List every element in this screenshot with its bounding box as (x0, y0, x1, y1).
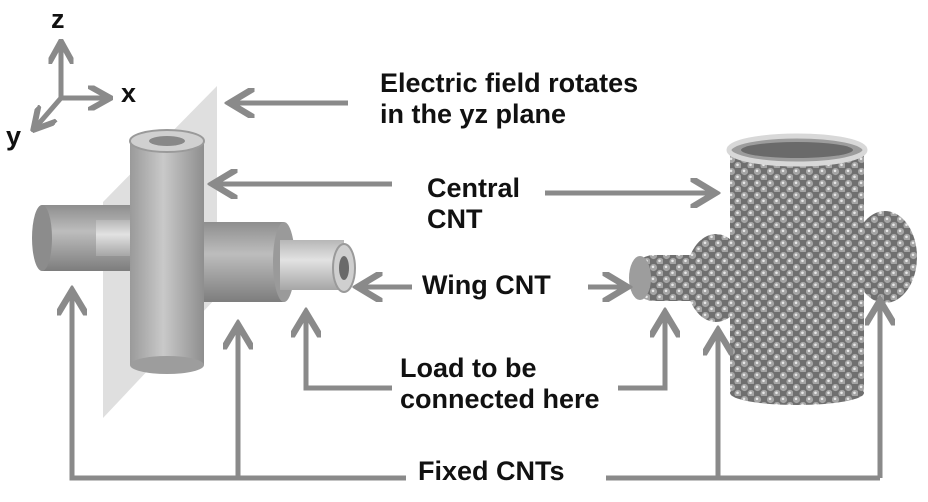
electric-field-label: Electric field rotates in the yz plane (380, 68, 638, 130)
axis-y-label: y (6, 121, 22, 151)
electric-field-line2: in the yz plane (380, 99, 567, 129)
wing-cnt-label: Wing CNT (422, 270, 551, 300)
axis-z-label: z (51, 4, 65, 34)
arrow-load-model (618, 315, 665, 391)
axis-x-label: x (121, 78, 137, 108)
central-cnt-schematic (129, 129, 205, 374)
arrows-layer (72, 103, 880, 481)
axes-icon (35, 44, 108, 128)
schematic-device (32, 86, 356, 418)
atomistic-model (629, 133, 917, 405)
central-cnt-line2: CNT (427, 204, 483, 234)
load-label: Load to be connected here (400, 353, 600, 415)
load-line1: Load to be (400, 353, 537, 383)
central-cnt-line1: Central (427, 173, 521, 203)
left-fixed-cnt (32, 205, 136, 271)
right-fixed-and-wing-cnt (204, 222, 356, 302)
electric-field-line1: Electric field rotates (380, 68, 639, 98)
load-line2: connected here (400, 384, 600, 414)
fixed-cnts-label: Fixed CNTs (418, 456, 565, 486)
central-cnt-label: Central CNT (427, 173, 520, 235)
arrow-load-schematic (306, 315, 392, 391)
